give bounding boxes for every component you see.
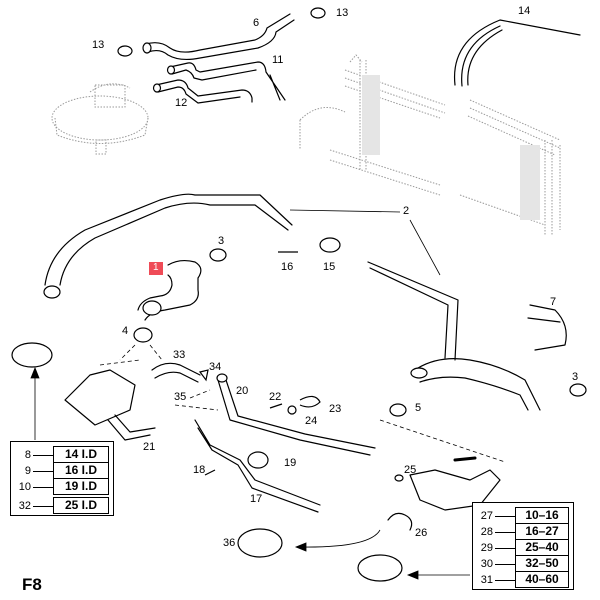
hose-6 — [145, 13, 295, 61]
size-cell: 16 I.D — [53, 462, 109, 479]
grommet-19 — [247, 451, 269, 469]
part-number: 29 — [480, 542, 493, 554]
callout-36[interactable]: 36 — [223, 537, 236, 549]
bracket-7 — [527, 304, 567, 351]
callout-3a[interactable]: 3 — [218, 235, 225, 247]
part-number: 9 — [24, 465, 31, 477]
arrow-to-clamp-36 — [299, 529, 381, 548]
leader-5-dashed — [379, 419, 506, 463]
callout-33[interactable]: 33 — [173, 349, 186, 361]
callout-1[interactable]: 1 — [149, 262, 163, 275]
hose-33 — [151, 362, 201, 383]
radiator-outline — [299, 54, 561, 235]
thermostat-housing — [409, 469, 501, 511]
seal-25 — [394, 474, 404, 482]
size-cell: 16–27 — [515, 523, 569, 540]
callout-35[interactable]: 35 — [174, 391, 187, 403]
callout-25[interactable]: 25 — [404, 464, 417, 476]
callout-17[interactable]: 17 — [250, 493, 263, 505]
clamp-5 — [389, 403, 407, 417]
hose-17 — [194, 419, 321, 513]
clip-34 — [198, 369, 209, 382]
callout-2[interactable]: 2 — [403, 205, 410, 217]
table-row: 9 16 I.D — [11, 462, 113, 479]
callout-23[interactable]: 23 — [329, 403, 342, 415]
bolt-22 — [269, 403, 283, 409]
table-row: 27 10–16 — [473, 507, 573, 524]
size-cell: 40–60 — [515, 571, 569, 588]
callout-16[interactable]: 16 — [281, 261, 294, 273]
callout-26[interactable]: 26 — [415, 527, 428, 539]
size-cell: 25–40 — [515, 539, 569, 556]
callout-7[interactable]: 7 — [550, 296, 557, 308]
clamp-27-31 — [357, 554, 403, 582]
water-outlet — [64, 369, 136, 426]
table-row: 29 25–40 — [473, 539, 573, 556]
size-cell: 14 I.D — [53, 446, 109, 463]
clamp-3b — [569, 383, 587, 397]
leader-4-dashed — [99, 344, 163, 366]
callout-15[interactable]: 15 — [323, 261, 336, 273]
clamp-36 — [237, 528, 283, 558]
part-number: 30 — [480, 558, 493, 570]
bolt-18 — [204, 469, 216, 476]
callout-21[interactable]: 21 — [143, 441, 156, 453]
callout-6[interactable]: 6 — [253, 17, 260, 29]
clamp-13a — [117, 45, 133, 57]
callout-22[interactable]: 22 — [269, 391, 282, 403]
part-number: 28 — [480, 526, 493, 538]
pipe-20 — [217, 379, 376, 456]
callout-24[interactable]: 24 — [305, 415, 318, 427]
hose-11 — [169, 61, 286, 101]
clip-24 — [287, 405, 297, 415]
clamp-8-10 — [11, 342, 53, 368]
hose-2-upper — [44, 193, 293, 286]
part-number: 31 — [480, 574, 493, 586]
size-cell: 19 I.D — [53, 478, 109, 495]
callout-4[interactable]: 4 — [122, 325, 129, 337]
callout-34[interactable]: 34 — [209, 361, 222, 373]
grommet-15 — [319, 237, 341, 253]
callout-5[interactable]: 5 — [415, 402, 422, 414]
hose-2-lower — [367, 261, 541, 411]
clamp-size-table-range: 27 10–16 28 16–27 29 25–40 30 32–50 31 4… — [472, 502, 574, 590]
table-row: 8 14 I.D — [11, 446, 113, 463]
callout-3b[interactable]: 3 — [572, 371, 579, 383]
hose-26 — [387, 512, 413, 531]
part-number: 8 — [24, 449, 31, 461]
table-row: 31 40–60 — [473, 571, 573, 588]
callout-11[interactable]: 11 — [272, 54, 284, 66]
part-number: 32 — [18, 500, 31, 512]
clamp-13b — [310, 7, 326, 19]
size-cell: 32–50 — [515, 555, 569, 572]
strap-14 — [453, 19, 581, 87]
table-row: 10 19 I.D — [11, 478, 113, 495]
callout-12[interactable]: 12 — [175, 97, 188, 109]
table-row: 32 25 I.D — [11, 497, 113, 514]
callout-13a[interactable]: 13 — [92, 39, 105, 51]
callout-18[interactable]: 18 — [193, 464, 206, 476]
clip-23 — [299, 395, 321, 408]
callout-20[interactable]: 20 — [236, 385, 249, 397]
callout-19[interactable]: 19 — [284, 457, 297, 469]
callout-14[interactable]: 14 — [518, 5, 531, 17]
part-number: 10 — [18, 481, 31, 493]
callout-13b[interactable]: 13 — [336, 7, 349, 19]
size-cell: 25 I.D — [53, 497, 109, 514]
coolant-reservoir — [51, 83, 149, 155]
table-row: 28 16–27 — [473, 523, 573, 540]
clamp-size-table-id: 8 14 I.D 9 16 I.D 10 19 I.D 32 25 I.D — [10, 441, 114, 516]
hose-21 — [107, 414, 156, 441]
size-cell: 10–16 — [515, 507, 569, 524]
part-number: 27 — [480, 510, 493, 522]
leader-2 — [289, 209, 441, 276]
table-row: 30 32–50 — [473, 555, 573, 572]
leader-35-dashed — [174, 389, 219, 411]
clamp-3a — [209, 248, 227, 262]
figure-reference: F8 — [22, 575, 42, 594]
clamp-4 — [133, 327, 153, 343]
hose-12 — [155, 79, 253, 104]
